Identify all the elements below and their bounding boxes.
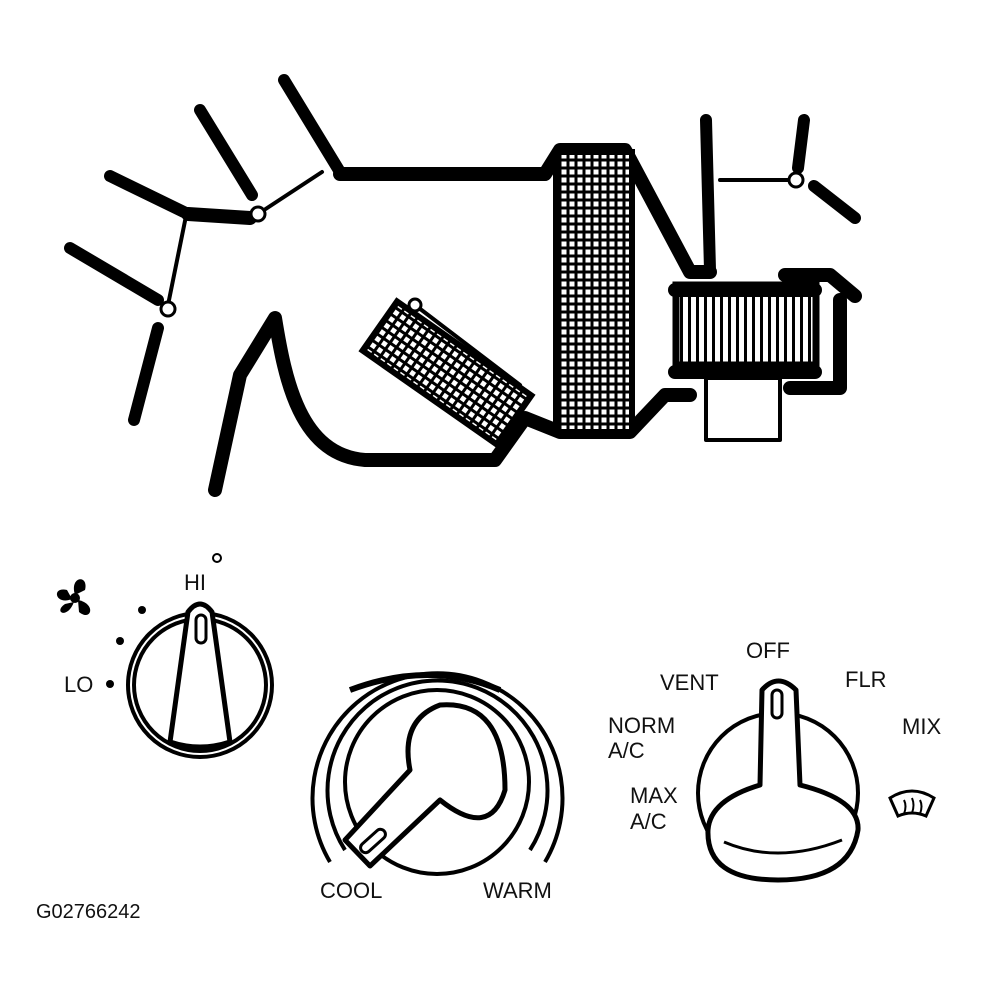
blower-knob-indicator [194, 613, 208, 645]
fan-icon [56, 579, 91, 615]
speed-dot-1 [106, 680, 114, 688]
lower-left-vane [128, 322, 164, 426]
mix-label: MIX [902, 714, 941, 739]
flr-label: FLR [845, 667, 887, 692]
defrost-icon [888, 789, 936, 818]
left-vane [64, 242, 164, 306]
evaporator-core [553, 149, 635, 435]
outside-air-inlet [700, 114, 716, 276]
off-label: OFF [746, 638, 790, 663]
door-linkage-upper [256, 170, 324, 216]
figure-id: G02766242 [36, 901, 141, 923]
temp-knob-indicator [359, 827, 387, 855]
mode-knob-indicator [770, 688, 784, 720]
speed-dot-4 [212, 553, 222, 563]
door-linkage [166, 214, 188, 307]
max-label-line2: A/C [630, 809, 667, 834]
airflow-system [64, 74, 862, 497]
mode-knob-grip [723, 838, 843, 855]
temp-scale-band [348, 672, 502, 693]
cool-label: COOL [320, 878, 382, 903]
temp-knob-body [343, 688, 531, 876]
hi-label: HI [184, 570, 206, 595]
max-label-line1: MAX [630, 783, 678, 808]
upper-plenum-wall [181, 207, 257, 225]
warm-label: WARM [483, 878, 552, 903]
lo-label: LO [64, 672, 93, 697]
blower-knob-pointer[interactable] [167, 601, 233, 750]
recirc-pivot [787, 171, 805, 189]
door-pivot-2 [249, 205, 267, 223]
recirc-door-bottom [808, 180, 861, 224]
mode-knob-pointer[interactable] [705, 678, 861, 883]
norm-label-line1: NORM [608, 713, 675, 738]
upper-left-vane [104, 170, 194, 220]
recirc-door-top [792, 114, 810, 174]
mode-control[interactable]: OFF VENT FLR NORM A/C MIX MAX A/C [608, 638, 941, 883]
blower-control[interactable]: HI LO [56, 553, 274, 759]
vent-label: VENT [660, 670, 719, 695]
temp-knob-pointer[interactable] [342, 702, 508, 869]
door-pivot-1 [159, 300, 177, 318]
speed-dot-3 [138, 606, 146, 614]
duct-lower-wall [208, 311, 697, 497]
upper-door-blade [194, 104, 258, 201]
blower-housing [668, 268, 862, 395]
temp-scale-arc-inner [325, 678, 550, 852]
blend-door-pivot [407, 297, 423, 313]
speed-dot-2 [116, 637, 124, 645]
norm-label-line2: A/C [608, 738, 645, 763]
heater-core [358, 297, 536, 449]
temperature-control[interactable]: COOL WARM [310, 671, 565, 903]
top-door-blade [278, 74, 346, 178]
blend-door [413, 303, 522, 387]
duct-upper-wall [333, 143, 717, 279]
blower-motor [704, 376, 782, 442]
